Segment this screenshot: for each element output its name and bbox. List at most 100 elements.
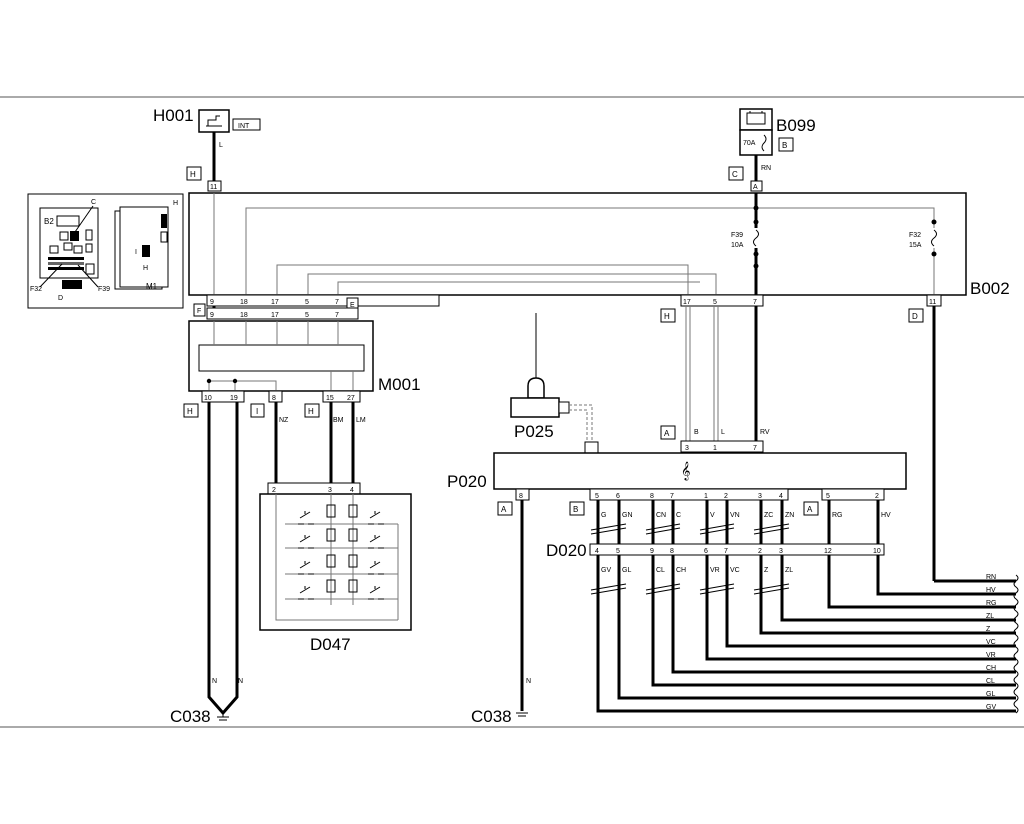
svg-text:G: G [601, 512, 606, 519]
b099-fuse-box [739, 129, 773, 156]
svg-text:1: 1 [713, 445, 717, 452]
svg-text:2: 2 [724, 493, 728, 500]
svg-text:5: 5 [713, 299, 717, 306]
svg-text:7: 7 [753, 445, 757, 452]
svg-text:CH: CH [676, 567, 686, 574]
svg-text:17: 17 [271, 312, 279, 319]
svg-text:CN: CN [656, 512, 666, 519]
svg-text:H: H [190, 170, 196, 179]
fuse-icon [761, 134, 767, 152]
svg-text:H: H [173, 200, 178, 207]
conn-f-b002 [193, 303, 206, 317]
svg-text:8: 8 [272, 395, 276, 402]
conn-h-m001-mid [304, 403, 320, 418]
svg-text:12: 12 [824, 548, 832, 555]
svg-text:6: 6 [616, 493, 620, 500]
svg-text:5: 5 [595, 493, 599, 500]
svg-text:7: 7 [335, 299, 339, 306]
b002-box [188, 192, 967, 296]
svg-text:GV: GV [601, 567, 611, 574]
svg-text:C: C [91, 199, 96, 206]
svg-text:27: 27 [347, 395, 355, 402]
b002-p020-wires: H B L RV A 3 1 7 D [660, 306, 1016, 583]
svg-text:N: N [212, 678, 217, 685]
svg-text:F39: F39 [98, 286, 110, 293]
svg-text:C: C [676, 512, 681, 519]
conn-i-m001 [250, 403, 265, 418]
switch-icon [206, 115, 222, 127]
svg-text:5: 5 [305, 312, 309, 319]
svg-text:18: 18 [240, 299, 248, 306]
svg-text:11: 11 [210, 184, 217, 191]
fuse-f32-id: F32 [909, 232, 921, 239]
svg-text:N: N [526, 678, 531, 685]
svg-text:RV: RV [760, 429, 770, 436]
svg-text:M1: M1 [146, 282, 158, 291]
p025-label: P025 [514, 422, 554, 441]
conn-h-m001-left [183, 403, 199, 418]
svg-text:3: 3 [685, 445, 689, 452]
svg-text:8: 8 [650, 493, 654, 500]
svg-text:D: D [912, 312, 918, 321]
location-inset: B2 C F32 F39 D I H H M1 [27, 193, 184, 309]
svg-text:H: H [664, 312, 670, 321]
svg-text:2: 2 [875, 493, 879, 500]
svg-text:CH: CH [986, 665, 996, 672]
conn-a-p020-top [660, 425, 676, 440]
svg-text:A: A [753, 184, 758, 191]
switch-icon [298, 511, 384, 600]
p020-label: P020 [447, 472, 487, 491]
p025-box [510, 397, 560, 418]
svg-text:10: 10 [873, 548, 881, 555]
svg-text:GL: GL [622, 567, 631, 574]
svg-text:2: 2 [758, 548, 762, 555]
p020-component: 𝄞 P020 8 5 6 8 7 1 2 3 4 5 2 A B A N C03… [447, 452, 907, 726]
h001-label: H001 [153, 106, 194, 125]
conn-h-top [186, 166, 202, 181]
b002-component: B002 F39 10A F32 15A 9 18 17 5 7 [188, 192, 1010, 310]
right-wire-labels: RN HV RG ZL Z VC VR CH CL GL GV [986, 574, 997, 711]
svg-text:HV: HV [986, 587, 996, 594]
svg-text:VR: VR [710, 567, 720, 574]
svg-text:VC: VC [730, 567, 740, 574]
horn-icon: 𝄞 [681, 462, 690, 481]
b099-label: B099 [776, 116, 816, 135]
svg-text:8: 8 [670, 548, 674, 555]
svg-text:4: 4 [350, 487, 354, 494]
svg-text:4: 4 [779, 493, 783, 500]
svg-text:RN: RN [986, 574, 996, 581]
svg-text:GL: GL [986, 691, 995, 698]
svg-text:18: 18 [240, 312, 248, 319]
svg-text:5: 5 [305, 299, 309, 306]
b099-battery-box [739, 108, 773, 131]
svg-text:A: A [807, 505, 813, 514]
svg-text:7: 7 [335, 312, 339, 319]
svg-text:2: 2 [272, 487, 276, 494]
svg-text:ZN: ZN [785, 512, 794, 519]
conn-b-p020 [569, 501, 585, 516]
svg-text:A: A [501, 505, 507, 514]
svg-text:9: 9 [650, 548, 654, 555]
svg-text:F: F [197, 308, 201, 315]
d047-label: D047 [310, 635, 351, 654]
p025-component: P025 [510, 313, 599, 454]
svg-text:BM: BM [333, 417, 344, 424]
svg-text:F32: F32 [30, 286, 42, 293]
svg-text:H: H [308, 407, 314, 416]
fuse-f39-id: F39 [731, 232, 743, 239]
svg-text:HV: HV [881, 512, 891, 519]
svg-text:E: E [350, 302, 355, 309]
svg-text:5: 5 [826, 493, 830, 500]
svg-text:B: B [573, 505, 578, 514]
m001-component: F 9 18 17 5 7 M001 10 19 8 [183, 303, 421, 418]
svg-text:LM: LM [356, 417, 366, 424]
p020-box [493, 452, 907, 490]
svg-text:CL: CL [986, 678, 995, 685]
svg-text:B2: B2 [44, 217, 54, 226]
svg-text:V: V [710, 512, 715, 519]
d047-component: 2 3 4 D047 [259, 482, 412, 654]
conn-a-p020-left [497, 501, 513, 516]
conn-a-p020-right [803, 501, 819, 516]
wire-l-label: L [219, 142, 223, 149]
